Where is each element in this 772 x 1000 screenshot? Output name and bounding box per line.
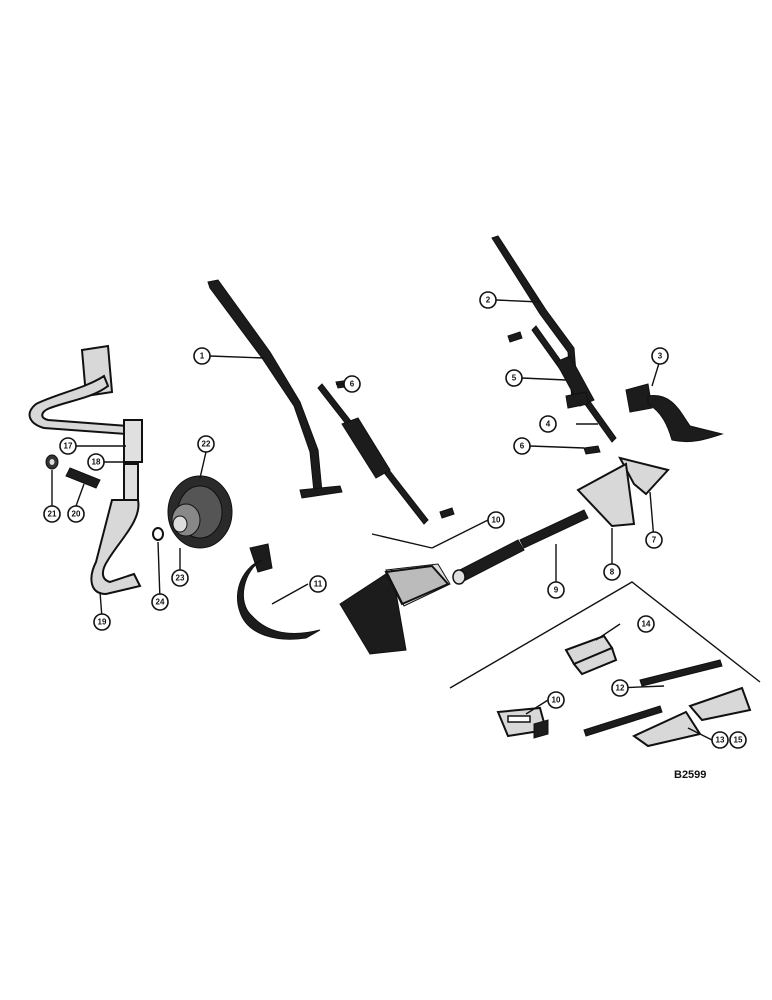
svg-text:13: 13 bbox=[716, 736, 725, 745]
sweep-blades-center bbox=[339, 563, 451, 655]
part-23-pulley bbox=[167, 475, 233, 549]
callout-19: 19 bbox=[93, 613, 111, 631]
part-6-bolt-right bbox=[583, 445, 601, 455]
callout-2: 2 bbox=[479, 291, 497, 309]
svg-text:1: 1 bbox=[200, 352, 205, 361]
svg-text:6: 6 bbox=[350, 380, 355, 389]
subassembly-bracket bbox=[449, 581, 761, 689]
callout-6-right: 6 bbox=[513, 437, 531, 455]
part-21-nut bbox=[45, 454, 59, 470]
part-9-rod bbox=[519, 509, 589, 549]
svg-text:5: 5 bbox=[512, 374, 517, 383]
svg-text:9: 9 bbox=[554, 586, 559, 595]
callout-23: 23 bbox=[171, 569, 189, 587]
svg-text:10: 10 bbox=[492, 516, 501, 525]
svg-text:22: 22 bbox=[202, 440, 211, 449]
svg-text:4: 4 bbox=[546, 420, 551, 429]
part-10-slotted-plate bbox=[496, 706, 549, 739]
callout-11: 11 bbox=[309, 575, 327, 593]
part-7-plate bbox=[618, 456, 670, 496]
callout-20: 20 bbox=[67, 505, 85, 523]
callout-9: 9 bbox=[547, 581, 565, 599]
svg-text:3: 3 bbox=[658, 352, 663, 361]
part-24-washer bbox=[152, 527, 164, 541]
callout-6-left: 6 bbox=[343, 375, 361, 393]
part-17-arm bbox=[28, 344, 143, 463]
callout-10-bottom: 10 bbox=[547, 691, 565, 709]
spring-rod-left bbox=[317, 383, 455, 525]
callout-1: 1 bbox=[193, 347, 211, 365]
svg-text:2: 2 bbox=[486, 296, 491, 305]
part-10-tube bbox=[452, 539, 525, 585]
callout-7: 7 bbox=[645, 531, 663, 549]
callout-14: 14 bbox=[637, 615, 655, 633]
svg-text:11: 11 bbox=[314, 580, 323, 589]
callout-21: 21 bbox=[43, 505, 61, 523]
callout-8: 8 bbox=[603, 563, 621, 581]
callout-22: 22 bbox=[197, 435, 215, 453]
svg-text:7: 7 bbox=[652, 536, 657, 545]
part-20-bolt bbox=[65, 467, 101, 489]
part-14-clip bbox=[564, 634, 618, 676]
leader-lines bbox=[51, 299, 713, 741]
part-13-15-sweeps bbox=[632, 686, 752, 748]
svg-text:21: 21 bbox=[48, 510, 57, 519]
part-19-crank bbox=[90, 463, 142, 596]
svg-text:18: 18 bbox=[92, 458, 101, 467]
svg-text:23: 23 bbox=[176, 574, 185, 583]
callout-13: 13 bbox=[711, 731, 729, 749]
svg-text:17: 17 bbox=[64, 442, 73, 451]
svg-text:24: 24 bbox=[156, 598, 165, 607]
callout-18: 18 bbox=[87, 453, 105, 471]
callout-12: 12 bbox=[611, 679, 629, 697]
part-8-plate bbox=[576, 462, 636, 528]
svg-text:6: 6 bbox=[520, 442, 525, 451]
callout-17: 17 bbox=[59, 437, 77, 455]
part-12-rods bbox=[583, 659, 723, 737]
callout-24: 24 bbox=[151, 593, 169, 611]
part-5-spring-rod bbox=[507, 325, 617, 443]
callout-3: 3 bbox=[651, 347, 669, 365]
figure-code: B2599 bbox=[674, 769, 706, 781]
svg-text:15: 15 bbox=[734, 736, 743, 745]
callout-4: 4 bbox=[539, 415, 557, 433]
part-1-standard bbox=[207, 279, 343, 499]
part-11-shovel bbox=[236, 543, 321, 640]
callout-5: 5 bbox=[505, 369, 523, 387]
callout-15: 15 bbox=[729, 731, 747, 749]
part-3-shovel bbox=[625, 383, 724, 443]
callout-10-center: 10 bbox=[487, 511, 505, 529]
svg-text:20: 20 bbox=[72, 510, 81, 519]
svg-text:12: 12 bbox=[616, 684, 625, 693]
svg-text:14: 14 bbox=[642, 620, 651, 629]
svg-text:19: 19 bbox=[98, 618, 107, 627]
svg-text:10: 10 bbox=[552, 696, 561, 705]
svg-text:8: 8 bbox=[610, 568, 615, 577]
